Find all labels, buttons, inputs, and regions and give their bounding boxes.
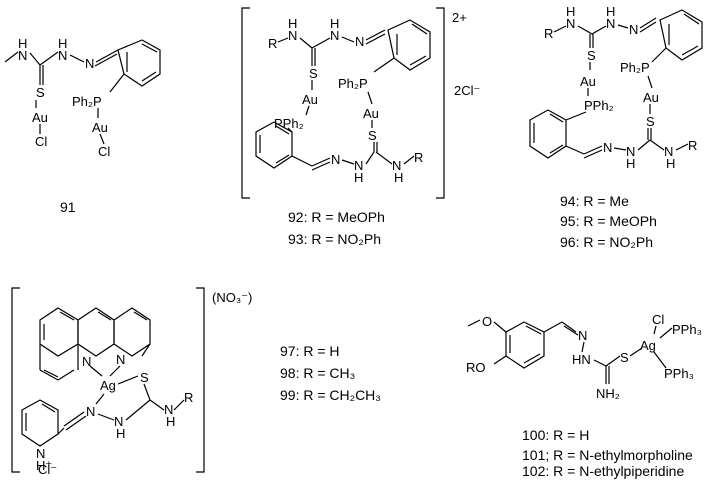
atom-N: N: [18, 48, 27, 63]
atom-Au: Au: [643, 90, 659, 105]
atom-N: N: [114, 414, 123, 429]
atom-Au: Au: [92, 120, 108, 135]
compound-100-102: O RO N HN NH₂ S Ag Cl PPh₃ PPh₃ 100: R =…: [466, 312, 702, 479]
atom-N: N: [566, 16, 575, 31]
atom-N: N: [36, 446, 45, 461]
atom-Au: Au: [580, 74, 596, 89]
atom-H: H: [394, 170, 403, 185]
atom-N: N: [164, 402, 173, 417]
atom-PPh2: PPh₂: [584, 98, 614, 113]
atom-N: N: [116, 352, 125, 367]
compound-label-99: 99: R = CH₂CH₃: [280, 387, 381, 403]
counterion: 2Cl⁻: [454, 83, 480, 98]
atom-H: H: [606, 4, 615, 19]
atom-H: H: [116, 426, 125, 441]
atom-H: H: [288, 16, 297, 31]
atom-PPh3: PPh₃: [664, 366, 694, 381]
atom-N: N: [578, 328, 587, 343]
atom-Ph2P: Ph₂P: [620, 60, 650, 75]
atom-N: N: [86, 404, 95, 419]
atom-N: N: [626, 144, 635, 159]
atom-Au: Au: [32, 110, 48, 125]
atom-NH2: NH₂: [596, 386, 620, 401]
atom-R: R: [268, 36, 277, 51]
compound-91: H N S H N N Au Cl Ph₂P Au Cl 91: [4, 36, 161, 215]
compound-92-93: 2+ 2Cl⁻ R H N S H N N Au PPh₂ Ph₂P Au S: [241, 7, 480, 247]
atom-N: N: [330, 28, 339, 43]
atom-N: N: [629, 22, 638, 37]
atom-R: R: [184, 390, 193, 405]
atom-H: H: [166, 414, 175, 429]
atom-S: S: [620, 350, 629, 365]
atom-R: R: [414, 150, 423, 165]
atom-S: S: [587, 48, 596, 63]
atom-N: N: [664, 144, 673, 159]
atom-Ag: Ag: [100, 378, 116, 393]
atom-N: N: [354, 158, 363, 173]
atom-H: H: [666, 156, 675, 171]
atom-O: O: [482, 314, 492, 329]
atom-N: N: [331, 152, 340, 167]
atom-H: H: [566, 4, 575, 19]
atom-Cl: Cl: [35, 134, 47, 149]
compound-label-92: 92: R = MeOPh: [288, 209, 385, 225]
compound-label-102: 102: R = N-ethylpiperidine: [522, 463, 684, 479]
atom-Cl: Cl: [98, 144, 110, 159]
atom-N: N: [58, 48, 67, 63]
chloride: Cl⁻: [38, 462, 57, 477]
atom-N: N: [392, 158, 401, 173]
atom-H: H: [330, 16, 339, 31]
atom-Au: Au: [302, 92, 318, 107]
atom-H-plus: H⁺: [36, 458, 52, 473]
charge: 2+: [452, 10, 467, 25]
compound-label-101: 101; R = N-ethylmorpholine: [522, 447, 693, 463]
atom-S: S: [140, 370, 149, 385]
atom-S: S: [309, 66, 318, 81]
counterion-nitrate: (NO₃⁻): [212, 290, 252, 305]
compound-label-98: 98: R = CH₃: [280, 365, 355, 381]
atom-Ag: Ag: [640, 338, 656, 353]
atom-R: R: [544, 26, 553, 41]
atom-N: N: [82, 354, 91, 369]
compound-97-99: (NO₃⁻) N N Ag S N H R N N H: [11, 287, 381, 477]
compound-label-97: 97: R = H: [280, 343, 340, 359]
atom-N: N: [603, 140, 612, 155]
atom-H: H: [18, 36, 27, 51]
atom-S: S: [368, 128, 377, 143]
atom-HN: HN: [572, 352, 591, 367]
atom-Cl: Cl: [652, 312, 664, 327]
atom-PPh2: PPh₂: [274, 116, 304, 131]
atom-PPh3: PPh₃: [672, 322, 702, 337]
compound-number: 91: [60, 199, 76, 215]
atom-H: H: [58, 36, 67, 51]
atom-N: N: [355, 34, 364, 49]
compound-label-96: 96: R = NO₂Ph: [560, 234, 653, 250]
atom-N: N: [606, 16, 615, 31]
atom-Ph2P: Ph₂P: [338, 76, 368, 91]
atom-Au: Au: [363, 106, 379, 121]
atom-S: S: [646, 114, 655, 129]
compound-label-94: 94: R = Me: [560, 193, 629, 209]
compound-label-95: 95: R = MeOPh: [560, 213, 657, 229]
compound-label-100: 100: R = H: [522, 427, 589, 443]
atom-N: N: [85, 56, 94, 71]
atom-Ph2P: Ph₂P: [72, 94, 102, 109]
atom-RO: RO: [466, 360, 486, 375]
compound-label-93: 93: R = NO₂Ph: [288, 231, 381, 247]
atom-S: S: [36, 85, 45, 100]
compound-94-96: R H N S H N N Au PPh₂ Ph₂P Au S N: [529, 4, 703, 250]
atom-H: H: [354, 170, 363, 185]
atom-R: R: [688, 138, 697, 153]
atom-H: H: [626, 156, 635, 171]
atom-N: N: [288, 28, 297, 43]
